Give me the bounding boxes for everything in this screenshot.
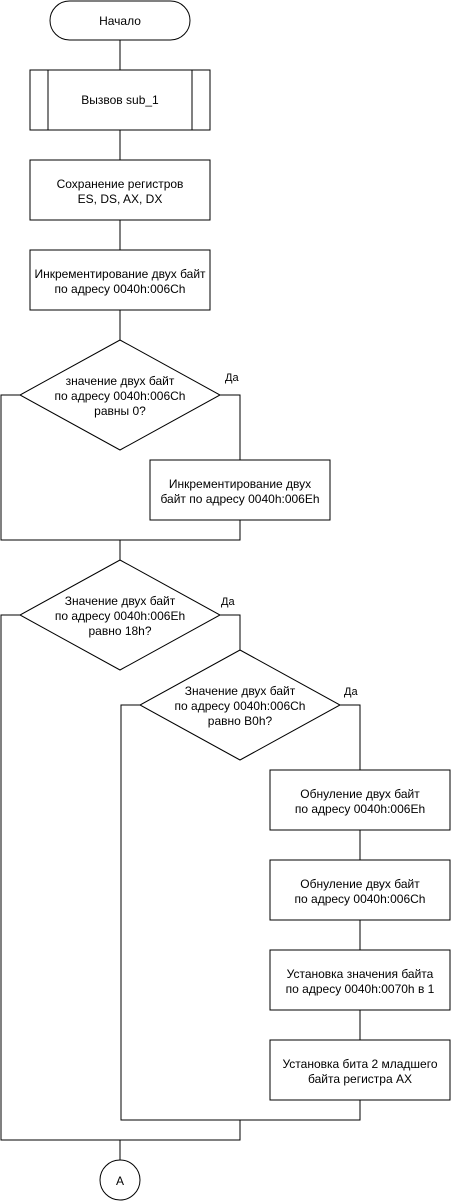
yes-label-2: Да	[221, 596, 235, 608]
set0070-line-1: Установка значения байта	[287, 967, 434, 981]
call-sub-label: Вызвов sub_1	[81, 93, 159, 107]
decision-equal-b0h: Значение двух байт по адресу 0040h:006Ch…	[138, 649, 358, 761]
increment-006e-process: Инкрементирование двух байт по адресу 00…	[149, 459, 331, 521]
setbit2-line-1: Установка бита 2 младшего	[282, 1057, 437, 1071]
reset006e-line-1: Обнуление двух байт	[300, 787, 420, 801]
set-bit2-process: Установка бита 2 младшего байта регистра…	[269, 1039, 451, 1101]
save-registers-process: Сохранение регистров ES, DS, AX, DX	[29, 159, 211, 221]
edge-cond-b0h-yes	[340, 704, 361, 770]
reset006c-line-1: Обнуление двух байт	[300, 877, 420, 891]
connector-a: A	[99, 1159, 141, 1201]
decision-equal-18h: Значение двух байт по адресу 0040h:006Eh…	[18, 559, 235, 671]
yes-label-3: Да	[344, 686, 358, 698]
save-regs-line-2: ES, DS, AX, DX	[78, 192, 163, 206]
set-0070-process: Установка значения байта по адресу 0040h…	[269, 949, 451, 1011]
cond-b0h-line-2: по адресу 0040h:006Ch	[175, 699, 306, 713]
edge-cond-18h-no	[0, 614, 120, 1141]
edge-setbit2-merge	[120, 1100, 361, 1141]
call-sub-process: Вызвов sub_1	[29, 69, 211, 131]
start-label: Начало	[99, 14, 141, 28]
edge-cond-zero-no	[0, 394, 120, 541]
inc006c-line-1: Инкрементирование двух байт	[34, 267, 206, 281]
increment-006c-process: Инкрементирование двух байт по адресу 00…	[29, 249, 211, 311]
cond-b0h-line-1: Значение двух байт	[185, 684, 296, 698]
cond-zero-line-1: значение двух байт	[66, 374, 175, 388]
connector-a-label: A	[116, 1174, 124, 1188]
edge-cond-b0h-no	[120, 704, 240, 1121]
cond-zero-line-3: равны 0?	[94, 404, 146, 418]
cond-18h-line-1: Значение двух байт	[65, 594, 176, 608]
cond-b0h-line-3: равно B0h?	[208, 714, 273, 728]
cond-18h-line-3: равно 18h?	[88, 624, 151, 638]
decision-equal-zero: значение двух байт по адресу 0040h:006Ch…	[18, 339, 239, 451]
reset-006c-process: Обнуление двух байт по адресу 0040h:006C…	[269, 859, 451, 921]
cond-18h-line-2: по адресу 0040h:006Eh	[55, 609, 185, 623]
inc006c-line-2: по адресу 0040h:006Ch	[55, 282, 186, 296]
inc006e-line-2: байт по адресу 0040h:006Eh	[160, 492, 319, 506]
start-terminator: Начало	[49, 0, 191, 41]
reset006c-line-2: по адресу 0040h:006Ch	[295, 892, 426, 906]
save-regs-line-1: Сохранение регистров	[57, 177, 184, 191]
setbit2-line-2: байта регистра AX	[308, 1072, 412, 1086]
reset006e-line-2: по адресу 0040h:006Eh	[295, 802, 425, 816]
cond-zero-line-2: по адресу 0040h:006Ch	[55, 389, 186, 403]
reset-006e-process: Обнуление двух байт по адресу 0040h:006E…	[269, 769, 451, 831]
edge-cond-18h-yes	[220, 614, 241, 650]
set0070-line-2: по адресу 0040h:0070h в 1	[286, 982, 435, 996]
yes-label-1: Да	[225, 372, 239, 384]
inc006e-line-1: Инкрементирование двух	[169, 477, 311, 491]
